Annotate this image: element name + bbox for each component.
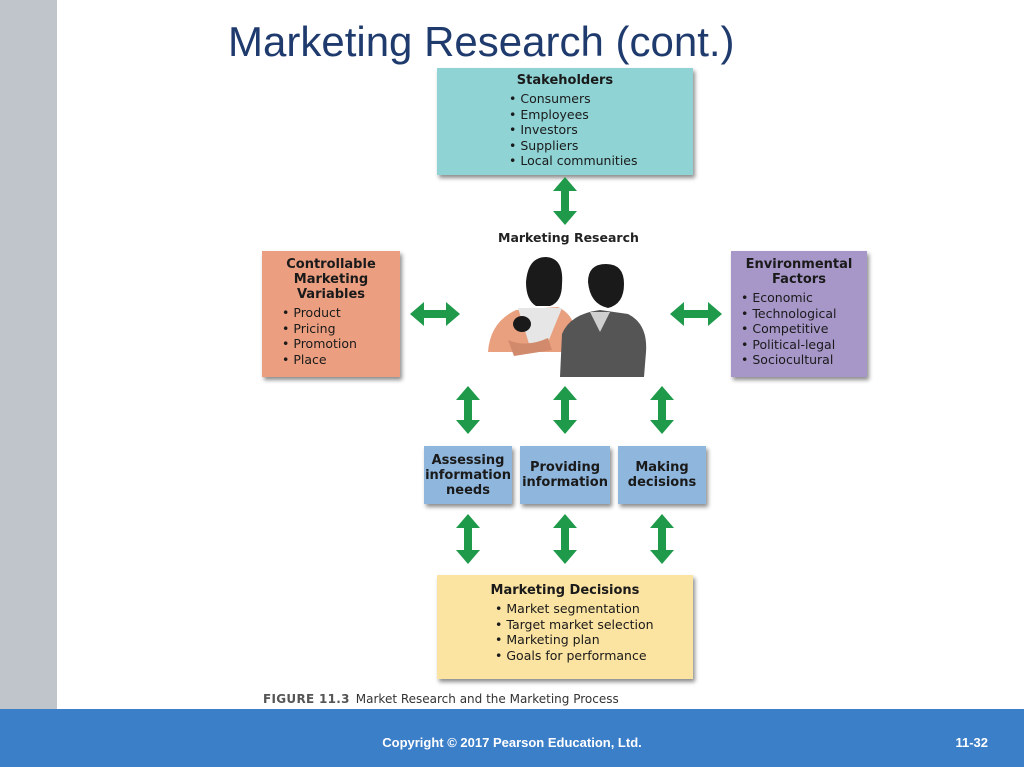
marketing-decisions-list: Market segmentation Target market select… xyxy=(495,601,685,663)
slide-title: Marketing Research (cont.) xyxy=(228,18,735,65)
arrow-research-environmental xyxy=(670,302,722,326)
list-item: Goals for performance xyxy=(495,648,685,664)
list-item: Competitive xyxy=(741,321,861,337)
step-line: Assessing xyxy=(431,452,505,468)
left-sidebar-strip xyxy=(0,0,57,709)
arrow-research-assessing xyxy=(456,386,480,434)
people-illustration xyxy=(488,257,647,377)
list-item: Economic xyxy=(741,290,861,306)
environmental-title: Environmental Factors xyxy=(737,257,861,287)
arrow-making-decisions xyxy=(650,514,674,564)
marketing-research-label: Marketing Research xyxy=(498,230,639,245)
list-item: Suppliers xyxy=(509,138,685,154)
step-line: decisions xyxy=(627,475,697,490)
list-item: Sociocultural xyxy=(741,352,861,368)
assessing-information-needs-box: Assessing information needs xyxy=(424,446,512,504)
controllable-list: Product Pricing Promotion Place xyxy=(282,305,392,367)
arrow-assessing-decisions xyxy=(456,514,480,564)
assessing-title: Assessing information needs xyxy=(425,453,511,498)
list-item: Local communities xyxy=(509,153,685,169)
step-line: information xyxy=(522,475,608,490)
step-line: Making xyxy=(635,460,689,475)
making-decisions-box: Making decisions xyxy=(618,446,706,504)
list-item: Technological xyxy=(741,306,861,322)
providing-information-box: Providing information xyxy=(520,446,610,504)
controllable-title-line: Controllable xyxy=(286,257,376,272)
stakeholders-box: Stakeholders Consumers Employees Investo… xyxy=(437,68,693,175)
controllable-title-line: Marketing xyxy=(293,272,369,287)
making-title: Making decisions xyxy=(628,460,696,490)
step-line: Providing xyxy=(529,460,601,475)
stakeholders-list: Consumers Employees Investors Suppliers … xyxy=(509,91,685,169)
arrow-providing-decisions xyxy=(553,514,577,564)
controllable-title-line: Variables xyxy=(296,287,366,302)
environmental-title-line: Factors xyxy=(772,272,826,287)
list-item: Pricing xyxy=(282,321,392,337)
list-item: Investors xyxy=(509,122,685,138)
controllable-title: Controllable Marketing Variables xyxy=(270,257,392,302)
environmental-list: Economic Technological Competitive Polit… xyxy=(741,290,861,368)
step-line: information xyxy=(425,467,511,483)
list-item: Product xyxy=(282,305,392,321)
arrow-research-making xyxy=(650,386,674,434)
figure-caption-text: Market Research and the Marketing Proces… xyxy=(355,692,619,706)
figure-caption: FIGURE 11.3 Market Research and the Marke… xyxy=(263,692,619,706)
controllable-variables-box: Controllable Marketing Variables Product… xyxy=(262,251,400,377)
list-item: Political-legal xyxy=(741,337,861,353)
environmental-factors-box: Environmental Factors Economic Technolog… xyxy=(731,251,867,377)
list-item: Promotion xyxy=(282,336,392,352)
list-item: Target market selection xyxy=(495,617,685,633)
list-item: Employees xyxy=(509,107,685,123)
arrow-controllable-research xyxy=(410,302,460,326)
marketing-decisions-title: Marketing Decisions xyxy=(490,583,640,598)
stakeholders-title: Stakeholders xyxy=(516,73,614,88)
list-item: Marketing plan xyxy=(495,632,685,648)
arrow-stakeholders-research xyxy=(553,177,577,225)
list-item: Consumers xyxy=(509,91,685,107)
providing-title: Providing information xyxy=(522,460,608,490)
step-line: needs xyxy=(446,482,490,498)
list-item: Market segmentation xyxy=(495,601,685,617)
figure-number: FIGURE 11.3 xyxy=(263,692,350,706)
marketing-decisions-box: Marketing Decisions Market segmentation … xyxy=(437,575,693,679)
list-item: Place xyxy=(282,352,392,368)
arrow-research-providing xyxy=(553,386,577,434)
environmental-title-line: Environmental xyxy=(745,257,853,272)
copyright-text: Copyright © 2017 Pearson Education, Ltd. xyxy=(382,735,642,750)
page-number: 11-32 xyxy=(955,735,988,750)
footer-bar: Copyright © 2017 Pearson Education, Ltd.… xyxy=(0,709,1024,767)
